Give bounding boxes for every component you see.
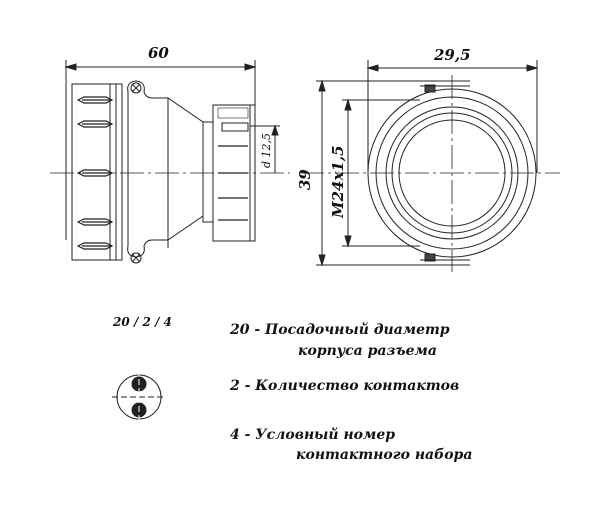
front-view (300, 60, 560, 272)
dimension-front-diameter: 29,5 (434, 46, 471, 64)
dimension-height: 39 (296, 169, 314, 190)
legend-line-3b: контактного набора (296, 447, 473, 463)
legend-line-1b: корпуса разъема (298, 343, 437, 359)
legend-line-2: 2 - Количество контактов (230, 378, 460, 394)
dimension-thread: M24x1,5 (329, 145, 347, 218)
dimension-cable-diameter: d 12,5 (260, 132, 273, 168)
legend-line-3a: 4 - Условный номер (230, 427, 396, 443)
legend-code: 20 / 2 / 4 (113, 315, 172, 329)
dimension-length: 60 (148, 44, 169, 62)
contact-layout-icon (112, 370, 166, 424)
legend-line-1a: 20 - Посадочный диаметр (230, 322, 450, 338)
side-view (50, 60, 290, 264)
